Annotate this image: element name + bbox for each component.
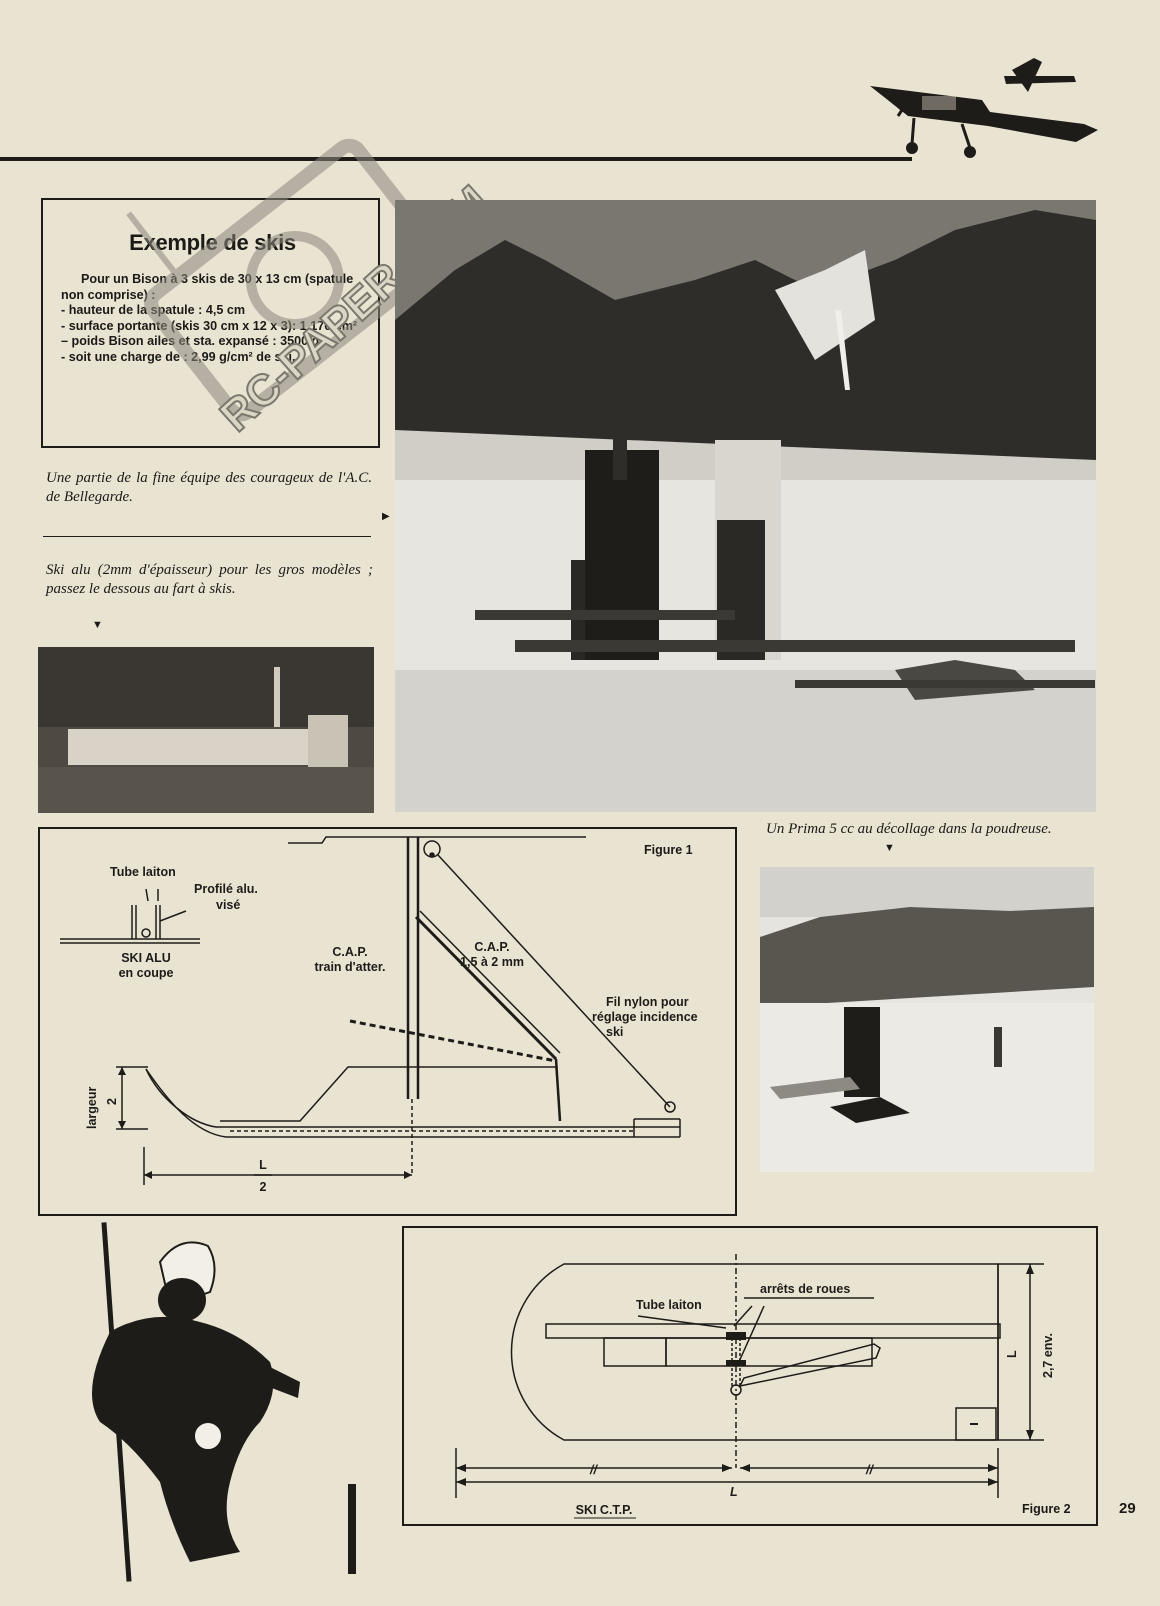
ski-example-box: Exemple de skis Pour un Bison à 3 skis d… [41, 198, 380, 448]
fig2-half-mark: // [865, 1463, 874, 1477]
fig1-ski-alu-label: SKI ALU [121, 951, 171, 965]
fig1-cap-train-1: C.A.P. [332, 945, 367, 959]
fig1-fil-2: réglage incidence [592, 1010, 698, 1024]
skier-illustration [92, 1222, 356, 1582]
box-item: – poids Bison ailes et sta. expansé : 35… [61, 334, 320, 348]
fig2-tube-label: Tube laiton [636, 1298, 702, 1312]
figure-2-drawing: Tube laiton arrêts de roues SKI C.T.P. L… [455, 1254, 1055, 1519]
figure-1-title: Figure 1 [644, 843, 693, 857]
team-caption: Une partie de la fine équipe des courage… [46, 470, 372, 505]
ski-alu-photo [38, 647, 374, 813]
ski-alu-caption: Ski alu (2mm d'épaisseur) pour les gros … [46, 562, 373, 597]
arrow-right-icon: ▶ [382, 511, 390, 522]
fig1-L-den: 2 [260, 1180, 267, 1194]
box-list: - hauteur de la spatule : 4,5 cm - surfa… [61, 303, 364, 365]
box-item: - hauteur de la spatule : 4,5 cm [61, 303, 246, 317]
fig2-L-horiz: L [730, 1485, 738, 1499]
fig1-tube-label: Tube laiton [110, 865, 176, 879]
figure-1-frame: Figure 1 [38, 827, 737, 1216]
fig1-L: L [259, 1158, 267, 1172]
divider [43, 536, 371, 537]
fig2-arrets-label: arrêts de roues [760, 1282, 850, 1296]
fig1-two: 2 [105, 1098, 119, 1105]
fig1-cap-wire-1: C.A.P. [474, 940, 509, 954]
figure-2-title: Figure 2 [1022, 1502, 1071, 1516]
box-title: Exemple de skis [129, 230, 296, 255]
arrow-down-icon: ▼ [884, 842, 895, 854]
fig1-profile-label-1: Profilé alu. [194, 882, 258, 896]
fig2-ski-ctp: SKI C.T.P. [576, 1503, 633, 1517]
fig1-largeur: largeur [85, 1086, 99, 1129]
fig1-cap-wire-2: 1,5 à 2 mm [460, 955, 524, 969]
fig1-fil-3: ski [606, 1025, 623, 1039]
figure-1-drawing: Tube laiton Profilé alu. visé SKI ALU en… [60, 836, 698, 1194]
fig1-fil-1: Fil nylon pour [606, 995, 689, 1009]
page-number: 29 [1119, 1500, 1136, 1517]
header-rule [0, 157, 912, 161]
fig2-env: 2,7 env. [1041, 1333, 1055, 1378]
prima-caption: Un Prima 5 cc au décollage dans la poudr… [766, 821, 1052, 837]
figure-2-frame: Figure 2 [402, 1226, 1098, 1526]
fig2-half-mark: // [589, 1463, 598, 1477]
fig1-profile-label-2: visé [216, 898, 240, 912]
fig1-cap-train-2: train d'atter. [314, 960, 385, 974]
prima-photo [760, 867, 1094, 1172]
team-photo [395, 200, 1096, 812]
box-intro: Pour un Bison à 3 skis de 30 x 13 cm (sp… [61, 272, 354, 302]
box-item: - surface portante (skis 30 cm x 12 x 3)… [61, 318, 358, 333]
fig2-L-vert: L [1005, 1350, 1019, 1358]
airplane-logo-icon [870, 58, 1098, 158]
fig1-ski-alu-sub: en coupe [119, 966, 174, 980]
box-item: - soit une charge de : 2,99 g/cm² de ski… [61, 349, 296, 364]
arrow-down-icon: ▼ [92, 619, 103, 631]
